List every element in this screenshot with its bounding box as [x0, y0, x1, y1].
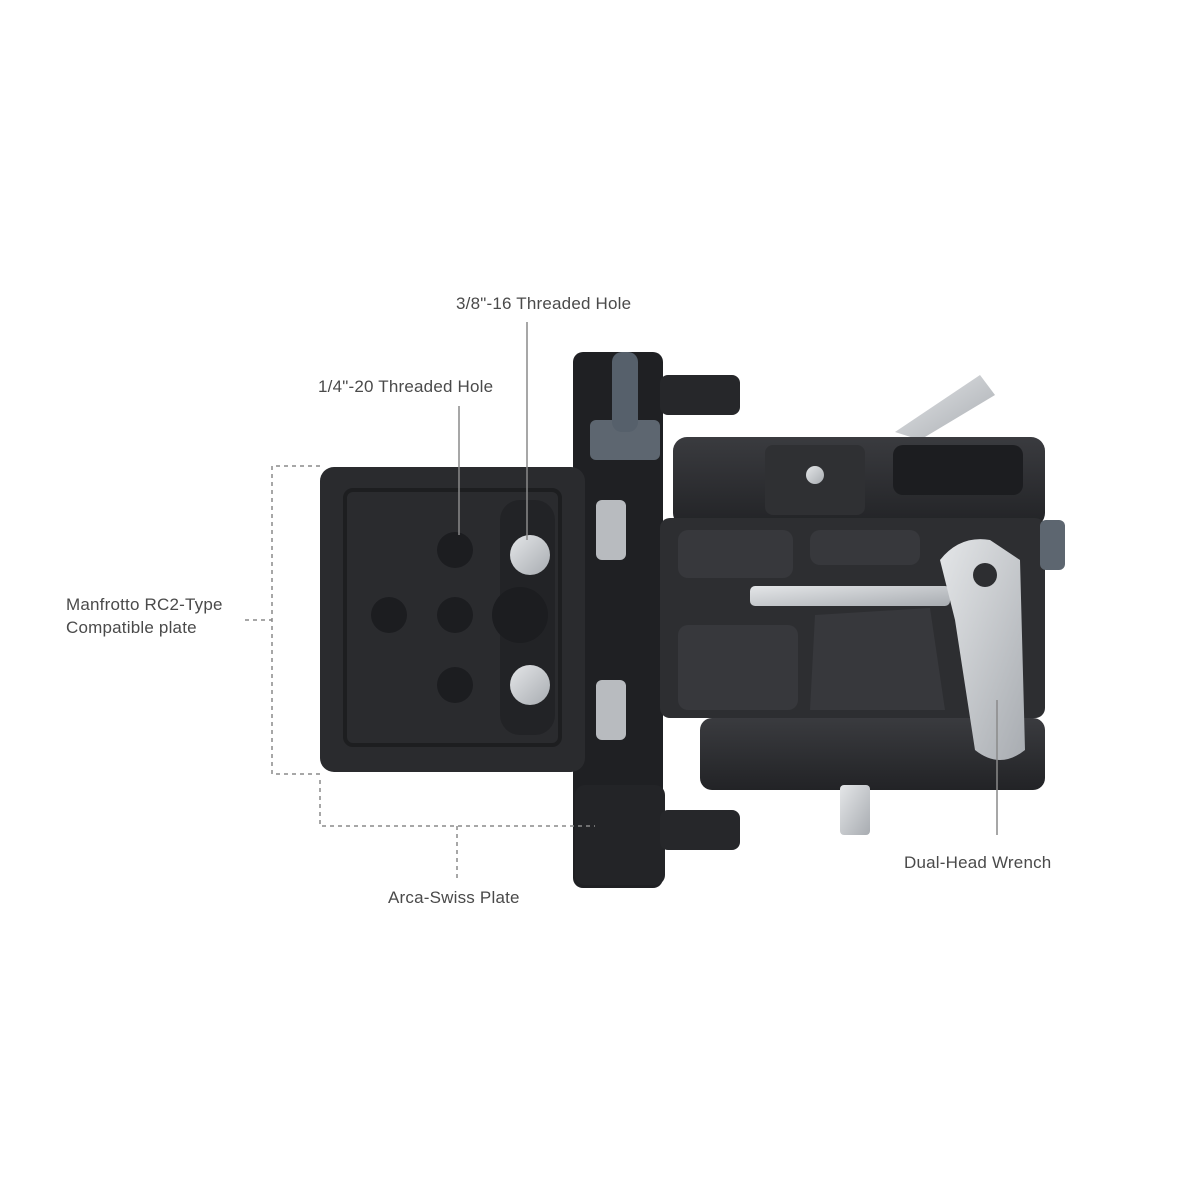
label-dual-head-wrench: Dual-Head Wrench — [904, 853, 1052, 872]
label-manfrotto-line1: Manfrotto RC2-Type — [66, 595, 223, 614]
dual-head-wrench — [750, 539, 1025, 760]
manfrotto-plate — [320, 467, 585, 772]
central-clamp — [573, 352, 740, 888]
label-3-8-threaded-hole: 3/8"-16 Threaded Hole — [456, 294, 632, 313]
label-arca-swiss-plate: Arca-Swiss Plate — [388, 888, 520, 907]
label-manfrotto-line2: Compatible plate — [66, 618, 197, 637]
label-1-4-threaded-hole: 1/4"-20 Threaded Hole — [318, 377, 494, 396]
leader-lines — [245, 322, 998, 880]
